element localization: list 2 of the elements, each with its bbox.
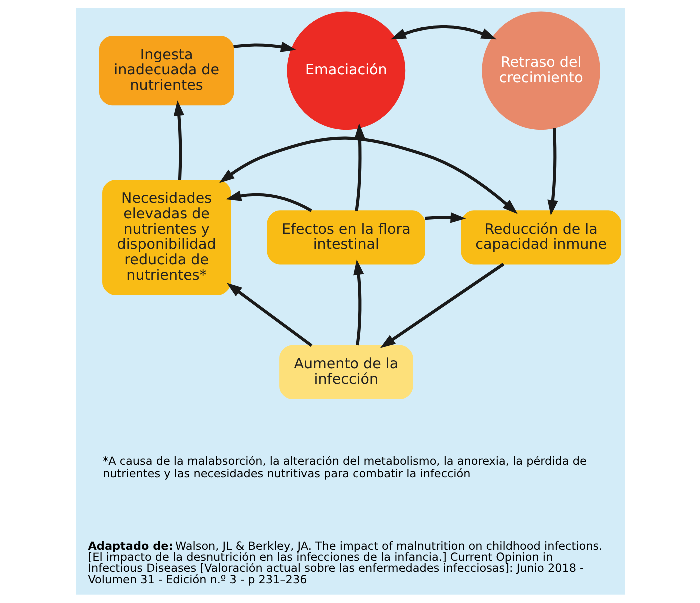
label: *A causa de la malabsorción, la alteración del metabolismo, la anorexia, la pérdida de nutrientes y las necesidades nutritivas para combatir la infección bbox=[102, 455, 586, 480]
label: Adaptado de: Walson, JL & Berkley, JA. The impact of malnutrition on childhood infections. [El impacto de la desnutrición en las infecciones de la infancia.] Current Opinion in Infectious Diseases [Valoración actual sobre las enfermedades infecciosas]: Junio 2018 - Volumen 31 - Edición n.º 3 - p 231–236 bbox=[88, 540, 602, 586]
